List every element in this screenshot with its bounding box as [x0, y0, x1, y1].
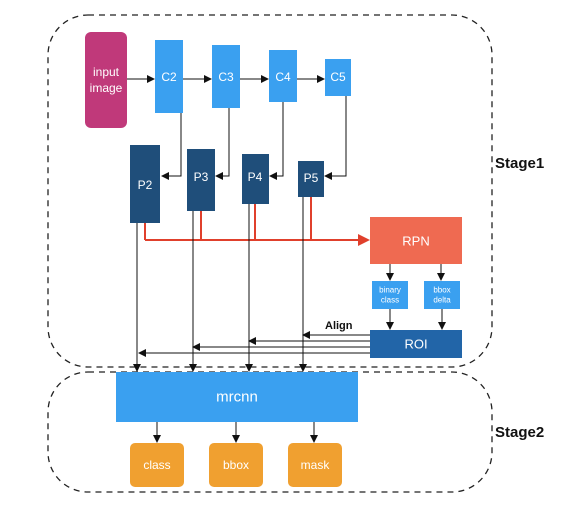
roi-label: ROI: [404, 337, 427, 352]
arrow-c5-to-p5: [324, 96, 347, 180]
arrow-c3-to-p4: [215, 108, 230, 180]
c2-node: C2: [155, 40, 183, 113]
rpn-node: RPN: [370, 217, 462, 264]
class-output-node: class: [130, 443, 184, 487]
rpn-feed-arrows: [144, 197, 370, 246]
binary-label-line2: class: [381, 296, 399, 305]
p4-node: P4: [242, 154, 269, 204]
stage1-label: Stage1: [495, 155, 544, 172]
arrow-c4-to-p5: [269, 102, 284, 180]
c5-node: C5: [325, 59, 351, 96]
c2-label: C2: [161, 70, 177, 84]
bbox-delta-node: bbox delta: [424, 281, 460, 309]
rpn-label: RPN: [402, 234, 429, 249]
mask-label: mask: [301, 458, 331, 472]
bbox-label: bbox: [223, 458, 249, 472]
input-label-line1: input: [93, 65, 120, 79]
roi-node: ROI: [370, 330, 462, 358]
p3-label: P3: [194, 170, 209, 184]
p2-node: P2: [130, 145, 160, 223]
p5-node: P5: [298, 161, 324, 197]
c3-label: C3: [218, 70, 234, 84]
stage1-container: [47, 14, 493, 368]
mask-output-node: mask: [288, 443, 342, 487]
mrcnn-label: mrcnn: [216, 389, 258, 406]
bbox-output-node: bbox: [209, 443, 263, 487]
arrow-c2-to-p3: [161, 113, 182, 180]
c4-label: C4: [275, 70, 291, 84]
class-label: class: [143, 458, 170, 472]
bbox-delta-label-line2: delta: [433, 296, 451, 305]
binary-class-node: binary class: [372, 281, 408, 309]
p4-label: P4: [248, 170, 263, 184]
input-image-node: input image: [85, 32, 127, 128]
align-label: Align: [325, 320, 353, 332]
c5-label: C5: [330, 70, 346, 84]
c3-node: C3: [212, 45, 240, 108]
p2-label: P2: [138, 178, 153, 192]
mrcnn-node: mrcnn: [116, 372, 358, 422]
binary-label-line1: binary: [379, 286, 401, 295]
p3-node: P3: [187, 149, 215, 211]
bbox-delta-label-line1: bbox: [433, 286, 450, 295]
c4-node: C4: [269, 50, 297, 102]
input-label-line2: image: [90, 81, 123, 95]
p5-label: P5: [304, 171, 319, 185]
stage2-label: Stage2: [495, 424, 544, 441]
